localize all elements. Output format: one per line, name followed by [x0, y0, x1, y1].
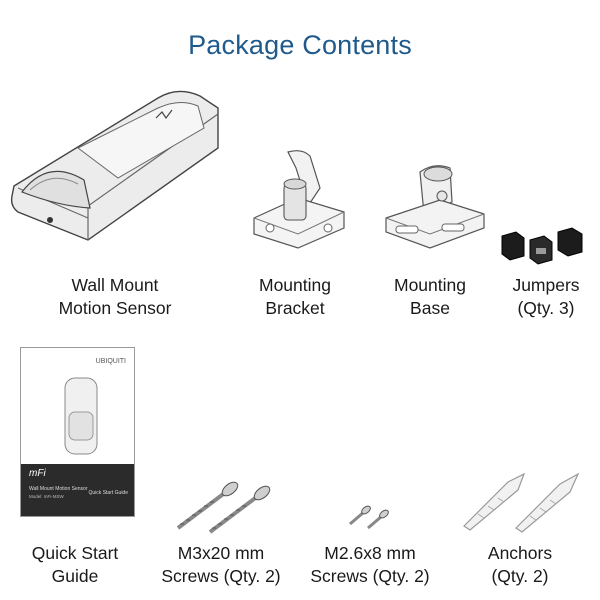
mounting-base-image — [385, 165, 485, 249]
quick-start-guide-image: UBIQUITI mFi Wall Mount Motion Sensor Mo… — [20, 347, 135, 517]
guide-product-line: mFi — [29, 468, 46, 479]
m26-screws-image — [349, 505, 389, 530]
page-title: Package Contents — [188, 30, 412, 60]
guide-product-name: Wall Mount Motion Sensor — [29, 486, 88, 492]
caption-jumpers: Jumpers(Qty. 3) — [512, 275, 580, 318]
motion-sensor-image — [10, 90, 219, 241]
guide-brand: UBIQUITI — [95, 358, 126, 365]
jumpers-image — [501, 227, 583, 265]
guide-model: Model: mFi-MSW — [29, 494, 64, 499]
caption-anchors: Anchors(Qty. 2) — [487, 543, 553, 586]
mounting-bracket-image — [253, 150, 345, 249]
anchors-image — [463, 472, 580, 533]
guide-doc-type: Quick Start Guide — [88, 490, 128, 496]
guide-sensor-icon — [64, 377, 98, 455]
m3-screws-image — [176, 481, 271, 534]
